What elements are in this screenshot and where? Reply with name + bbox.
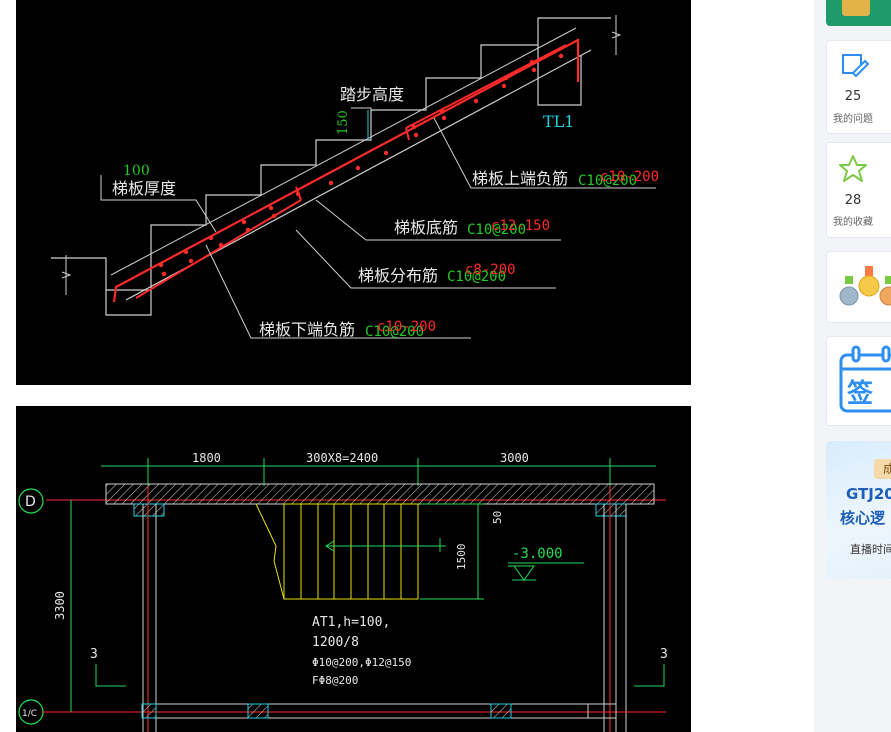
medals-card[interactable]: [826, 251, 891, 323]
note-line4: FΦ8@200: [312, 674, 358, 687]
dim-height: 3300: [53, 591, 67, 620]
break-zig-right: [611, 31, 622, 39]
stair-top-line: [110, 27, 577, 276]
cad-stair-plan: 1800 300X8=2400 3000: [16, 406, 691, 732]
checkin-card[interactable]: 签: [826, 336, 891, 426]
top-promo-graphic: [842, 0, 870, 16]
column-right: [595, 503, 627, 517]
favorites-label: 我的收藏: [833, 217, 873, 228]
label-thickness: 梯板厚度: [112, 179, 176, 198]
column-left: [133, 503, 165, 517]
dim-left: 1800: [192, 451, 221, 465]
questions-label: 我的问题: [833, 114, 873, 125]
label-100: 100: [123, 163, 150, 179]
rebar-upper-neg: [405, 44, 567, 129]
label-bottom-bar: 梯板底筋: [394, 218, 458, 237]
live-promo-banner[interactable]: 成 GTJ20 核心逻 直播时间: [826, 441, 891, 579]
dim-50: 50: [491, 511, 504, 524]
calendar-icon: [839, 345, 891, 413]
axis-1c-label: 1/C: [22, 709, 37, 719]
note-line2: 1200/8: [312, 635, 359, 650]
break-zig-left: [61, 271, 72, 279]
top-wall-hatch: [105, 483, 655, 505]
leader-lines: [100, 107, 656, 339]
section-mark-left: [95, 664, 126, 687]
mark-3-right: 3: [660, 647, 668, 662]
label-top-neg-bar-green: C10@200: [578, 173, 637, 189]
note-line1: AT1,h=100,: [312, 615, 390, 630]
label-lower-neg-bar-red: c10-200: [377, 319, 436, 335]
dim-right: 3000: [500, 451, 529, 465]
stair-right-support: [537, 45, 582, 106]
promo-tag: 成: [874, 459, 891, 479]
label-bottom-bar-green: C10@200: [467, 222, 526, 238]
my-favorites-card[interactable]: 28 我的收藏: [826, 142, 891, 238]
rebar-upper-neg-hook: [405, 127, 410, 141]
bottom-column-mid2: [490, 703, 512, 719]
label-150: 150: [336, 110, 351, 135]
top-dimension: [101, 458, 656, 486]
promo-time: 直播时间: [850, 543, 891, 556]
note-line3: Φ10@200,Φ12@150: [312, 656, 411, 669]
checkin-glyph: 签: [847, 379, 874, 409]
label-bottom-bar-red: c12-150: [491, 218, 550, 234]
stair-steps-outline: [51, 17, 611, 291]
right-sidebar: 25 我的问题 28 我的收藏 签 成 GTJ20 核心逻 直播时间: [814, 0, 891, 732]
axis-d-label: D: [25, 494, 36, 510]
cad-stair-section: 踏步高度 150 100 梯板厚度 TL1 梯板上端负筋 C10@200 c10…: [16, 0, 691, 385]
stair-treads: [255, 503, 419, 600]
questions-count: 25: [844, 89, 862, 104]
stair-plan-svg: 1800 300X8=2400 3000: [18, 451, 668, 732]
axis-d-bubble: [18, 488, 44, 514]
label-dist-bar-red: c8-200: [465, 262, 516, 278]
label-dist-bar-green: C10@200: [447, 269, 506, 285]
label-top-neg-bar-red: c10-200: [600, 169, 659, 185]
my-questions-card[interactable]: 25 我的问题: [826, 40, 891, 134]
walls-vertical: [142, 504, 627, 732]
mark-3-left: 3: [90, 647, 98, 662]
bottom-column-left: [141, 703, 157, 719]
stair-section-svg: 踏步高度 150 100 梯板厚度 TL1 梯板上端负筋 C10@200 c10…: [51, 15, 659, 340]
label-lower-neg-bar-green: C10@200: [365, 324, 424, 340]
label-tl1: TL1: [543, 112, 574, 131]
elevation-triangle: [508, 565, 535, 581]
bottom-column-mid: [247, 703, 269, 719]
label-top-neg-bar: 梯板上端负筋: [472, 169, 568, 188]
bottom-column-right: [587, 703, 617, 719]
label-dist-bar: 梯板分布筋: [358, 266, 438, 285]
star-icon: [839, 155, 867, 182]
rebar-bottom: [112, 38, 580, 303]
walk-arrow-head: [325, 540, 335, 552]
rebar-dots: [158, 53, 564, 277]
bottom-wall: [143, 703, 604, 719]
dim-mid: 300X8=2400: [306, 451, 378, 465]
medals-icon: [839, 266, 891, 306]
section-mark-right: [634, 664, 665, 687]
elevation-text: -3.000: [512, 546, 563, 562]
dim-1500: 1500: [455, 544, 468, 571]
label-lower-neg-bar: 梯板下端负筋: [259, 320, 355, 339]
edit-icon: [842, 54, 869, 78]
favorites-count: 28: [844, 193, 862, 208]
label-step-height: 踏步高度: [340, 85, 404, 104]
promo-title1: GTJ20: [846, 485, 891, 503]
promo-title2: 核心逻: [840, 509, 886, 527]
top-promo-card[interactable]: [826, 0, 891, 26]
stair-left-support: [105, 290, 152, 316]
